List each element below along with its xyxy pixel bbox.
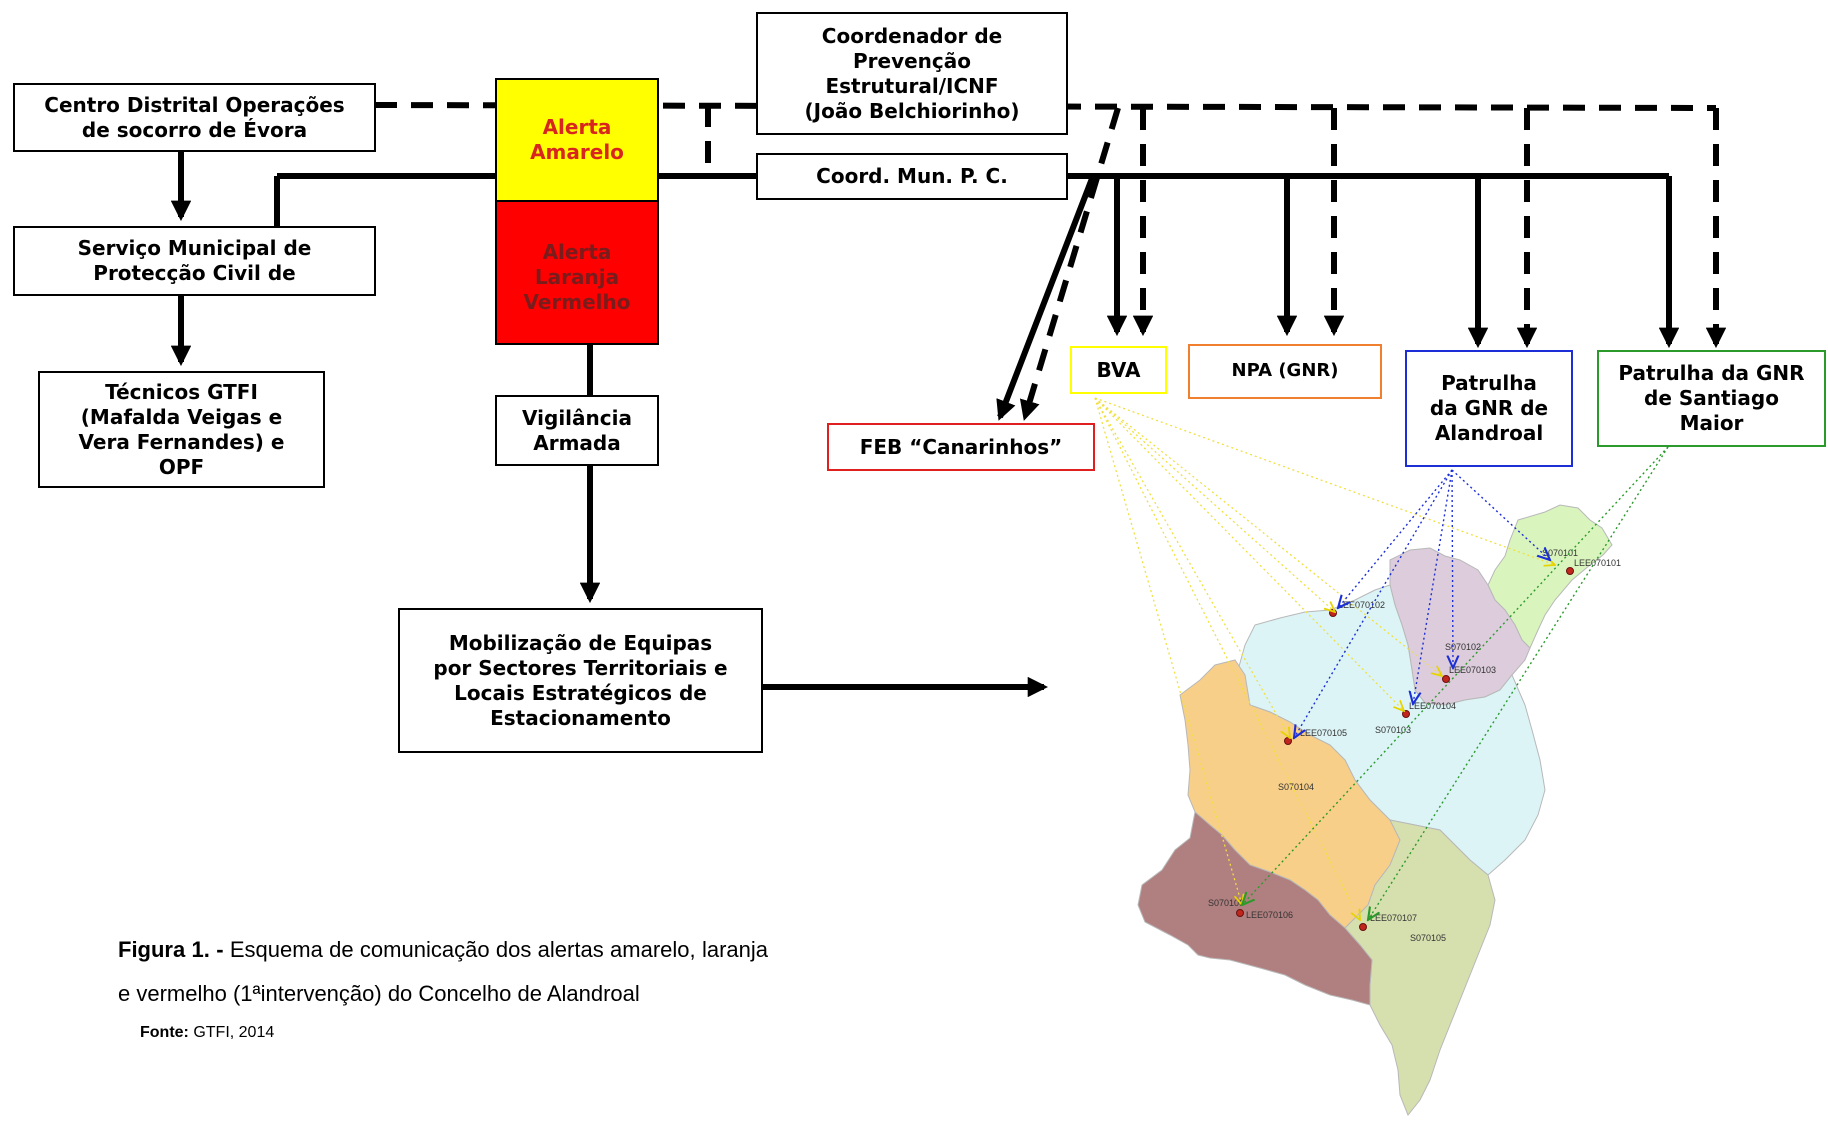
santiago-link — [1242, 446, 1669, 905]
bva-link — [1094, 397, 1442, 676]
cdos-line-1: Centro Distrital Operações — [44, 92, 345, 117]
marker-lee070102 — [1329, 609, 1337, 617]
alandroal-connections — [1294, 469, 1550, 738]
feb-label: FEB “Canarinhos” — [859, 434, 1063, 459]
map-label-s070106: S070106 — [1208, 898, 1244, 908]
figure-source: Fonte: GTFI, 2014 — [140, 1024, 274, 1042]
map-label-lee070101: LEE070101 — [1574, 558, 1621, 568]
map-label-lee070107: LEE070107 — [1370, 913, 1417, 923]
coordenador-icnf-box: Coordenador de Prevenção Estrutural/ICNF… — [756, 12, 1068, 135]
coordenador-line-1: Coordenador de — [821, 23, 1003, 48]
map-label-lee070106: LEE070106 — [1246, 910, 1293, 920]
tecnicos-line-2: (Mafalda Veigas e — [80, 404, 283, 429]
santiago-connections — [1242, 446, 1669, 920]
bva-link — [1094, 397, 1404, 711]
alerta-amarelo-line-2: Amarelo — [530, 140, 624, 164]
bva-connections — [1094, 397, 1555, 920]
patrulha-alandroal-box: Patrulha da GNR de Alandroal — [1405, 350, 1573, 467]
map-label-lee070103: LEE070103 — [1449, 665, 1496, 675]
source-label: Fonte: — [140, 1024, 189, 1041]
bva-label: BVA — [1096, 357, 1141, 382]
map-label-s070104: S070104 — [1278, 782, 1314, 792]
mobilizacao-line-2: por Sectores Territoriais e — [433, 655, 728, 680]
vigilancia-armada-box: Vigilância Armada — [495, 395, 659, 466]
bva-link — [1094, 397, 1555, 565]
smpc-line-2: Protecção Civil de — [93, 261, 296, 285]
mobilizacao-box: Mobilização de Equipas por Sectores Terr… — [398, 608, 763, 753]
map-label-s070102: S070102 — [1445, 642, 1481, 652]
alandroal-map — [1137, 504, 1613, 1116]
patrulha-alandroal-line-2: da GNR de — [1429, 396, 1549, 420]
mobilizacao-line-1: Mobilização de Equipas — [448, 630, 713, 655]
tecnicos-line-3: Vera Fernandes) e — [78, 429, 285, 454]
smpc-line-1: Serviço Municipal de — [77, 236, 312, 260]
alerta-amarelo-box: Alerta Amarelo — [495, 78, 659, 202]
smpc-box: Serviço Municipal de Protecção Civil de — [13, 226, 376, 296]
caption-text: Esquema de comunicação dos alertas amare… — [118, 937, 768, 1006]
santiago-link — [1368, 446, 1669, 920]
map-label-s070103: S070103 — [1375, 725, 1411, 735]
map-label-s070101: S070101 — [1542, 548, 1578, 558]
arrow-to-feb-solid — [996, 174, 1096, 421]
arrow-to-feb-dashed — [1019, 107, 1121, 421]
tecnicos-line-4: OPF — [158, 454, 205, 479]
coord-mun-label: Coord. Mun. P. C. — [816, 164, 1008, 188]
npa-label: NPA (GNR) — [1231, 360, 1339, 382]
vigilancia-line-1: Vigilância — [522, 405, 632, 430]
cdos-evora-box: Centro Distrital Operações de socorro de… — [13, 83, 376, 152]
coord-mun-pc-box: Coord. Mun. P. C. — [756, 153, 1068, 200]
map-label-lee070102: LEE070102 — [1338, 600, 1385, 610]
bva-box: BVA — [1070, 346, 1167, 394]
feb-canarinhos-box: FEB “Canarinhos” — [827, 423, 1095, 471]
patrulha-alandroal-line-1: Patrulha — [1441, 371, 1537, 395]
map-label-lee070104: LEE070104 — [1409, 701, 1456, 711]
cdos-line-2: de socorro de Évora — [81, 117, 308, 142]
tecnicos-line-1: Técnicos GTFI — [105, 379, 258, 404]
patrulha-santiago-line-2: de Santiago — [1644, 386, 1779, 410]
sector-s070101 — [1487, 504, 1613, 649]
vigilancia-line-2: Armada — [533, 430, 621, 455]
sector-s070106 — [1137, 811, 1373, 1006]
alerta-laranja-vermelho-box: Alerta Laranja Vermelho — [495, 200, 659, 345]
marker-lee070103 — [1442, 675, 1450, 683]
tecnicos-gtfi-box: Técnicos GTFI (Mafalda Veigas e Vera Fer… — [38, 371, 325, 488]
patrulha-santiago-box: Patrulha da GNR de Santiago Maior — [1597, 350, 1826, 447]
caption-label: Figura 1. - — [118, 937, 224, 962]
map-label-s070105: S070105 — [1410, 933, 1446, 943]
marker-lee070104 — [1402, 710, 1410, 718]
alerta-amarelo-line-1: Alerta — [542, 115, 612, 139]
alerta-vermelho-line-3: Vermelho — [523, 290, 631, 314]
source-text: GTFI, 2014 — [188, 1024, 275, 1041]
npa-gnr-box: NPA (GNR) — [1188, 344, 1382, 399]
marker-lee070105 — [1284, 737, 1292, 745]
patrulha-santiago-line-1: Patrulha da GNR — [1618, 361, 1805, 385]
alerta-vermelho-line-2: Laranja — [534, 265, 620, 289]
marker-lee070106 — [1236, 909, 1244, 917]
mobilizacao-line-3: Locais Estratégicos de — [454, 680, 707, 705]
map-label-lee070105: LEE070105 — [1300, 728, 1347, 738]
patrulha-alandroal-line-3: Alandroal — [1434, 421, 1544, 445]
alandroal-link — [1452, 469, 1453, 668]
marker-lee070101 — [1566, 567, 1574, 575]
coordenador-line-3: Estrutural/ICNF — [825, 73, 999, 98]
coordenador-line-4: (João Belchiorinho) — [804, 98, 1020, 123]
alandroal-link — [1294, 469, 1453, 738]
mobilizacao-line-4: Estacionamento — [490, 705, 671, 730]
map-labels: S070101 LEE070101 LEE070102 S070102 LEE0… — [1208, 548, 1621, 943]
dashed-connectors — [374, 102, 1727, 421]
figure-caption: Figura 1. - Esquema de comunicação dos a… — [118, 928, 768, 1016]
marker-lee070107 — [1359, 923, 1367, 931]
bva-link — [1094, 397, 1290, 738]
coordenador-line-2: Prevenção — [852, 48, 972, 73]
alandroal-link — [1451, 469, 1550, 560]
alerta-vermelho-line-1: Alerta — [542, 240, 612, 264]
bva-link — [1094, 397, 1335, 612]
patrulha-santiago-line-3: Maior — [1679, 411, 1744, 435]
